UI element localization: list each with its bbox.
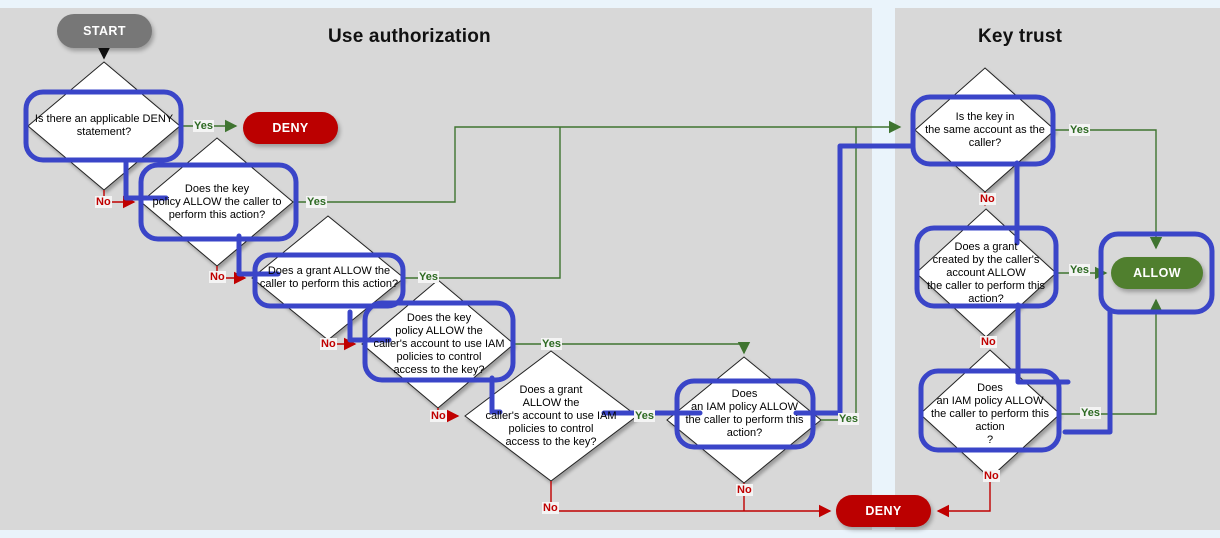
edge-label-grant-iam-no: No	[542, 502, 559, 514]
decision-key-policy-caller	[140, 137, 294, 267]
edge-label-key-policy-caller-yes: Yes	[306, 196, 327, 208]
edge-label-key-policy-iam-no: No	[430, 410, 447, 422]
edge-label-grant-caller-yes: Yes	[418, 271, 439, 283]
lane-title-use-authorization: Use authorization	[328, 26, 491, 47]
highlight-box-iam-policy-allow	[674, 378, 816, 450]
edge-label-grant-by-account-yes: Yes	[1069, 264, 1090, 276]
edge-label-grant-by-account-no: No	[980, 336, 997, 348]
highlight-path-iamtrust-to-allow	[1062, 308, 1113, 435]
highlight-box-iam-policy-trust	[918, 368, 1062, 453]
terminator-deny-bottom[interactable]: DENY	[836, 495, 931, 527]
decision-iam-policy-allow	[666, 356, 822, 484]
edge-label-key-policy-caller-no: No	[209, 271, 226, 283]
highlight-path-keyiam-to-grantiam	[489, 375, 503, 415]
edge-label-iam-policy-trust-no: No	[983, 470, 1000, 482]
edge-label-key-same-account-no: No	[979, 193, 996, 205]
highlight-box-grant-by-account	[914, 225, 1059, 309]
highlight-box-deny-statement	[23, 89, 184, 163]
edge-label-key-policy-iam-yes: Yes	[541, 338, 562, 350]
highlight-box-allow	[1098, 231, 1215, 315]
terminator-deny-top[interactable]: DENY	[243, 112, 338, 144]
edge-label-deny-statement-yes: Yes	[193, 120, 214, 132]
edge-grant-iam-no	[550, 481, 832, 518]
decision-grant-caller	[251, 215, 405, 341]
decision-deny-statement	[27, 61, 181, 191]
edge-label-iam-policy-allow-no: No	[736, 484, 753, 496]
edge-label-grant-iam-yes: Yes	[634, 410, 655, 422]
decision-grant-iam	[464, 350, 638, 482]
highlight-box-key-policy-iam	[362, 300, 516, 383]
highlight-box-key-same-account	[910, 94, 1056, 167]
highlight-box-grant-caller	[252, 252, 406, 309]
highlight-path-deny-to-keypolicy	[123, 157, 169, 201]
edge-label-iam-policy-trust-yes: Yes	[1080, 407, 1101, 419]
edge-key-policy-caller-yes	[293, 120, 902, 203]
highlight-path-keypolicy-to-grant	[236, 233, 281, 277]
edge-label-iam-policy-allow-yes: Yes	[838, 413, 859, 425]
terminator-allow[interactable]: ALLOW	[1111, 257, 1203, 289]
terminator-start[interactable]: START	[57, 14, 152, 48]
edge-label-grant-caller-no: No	[320, 338, 337, 350]
lane-title-key-trust: Key trust	[978, 26, 1063, 47]
highlight-box-key-policy-caller	[138, 162, 299, 242]
edge-iam-policy-trust-no	[936, 478, 991, 518]
highlight-path-grantacct-to-iamtrust	[1015, 302, 1071, 385]
edge-key-policy-iam-yes	[514, 341, 751, 355]
edge-label-key-same-account-yes: Yes	[1069, 124, 1090, 136]
edge-grant-caller-yes	[404, 127, 561, 279]
edge-key-same-account-yes	[1055, 129, 1163, 250]
edge-label-deny-statement-no: No	[95, 196, 112, 208]
decision-key-same-account	[914, 67, 1056, 193]
highlight-path-iam-to-keytrust	[793, 143, 915, 416]
highlight-path-grant-to-keyiam	[347, 309, 392, 343]
